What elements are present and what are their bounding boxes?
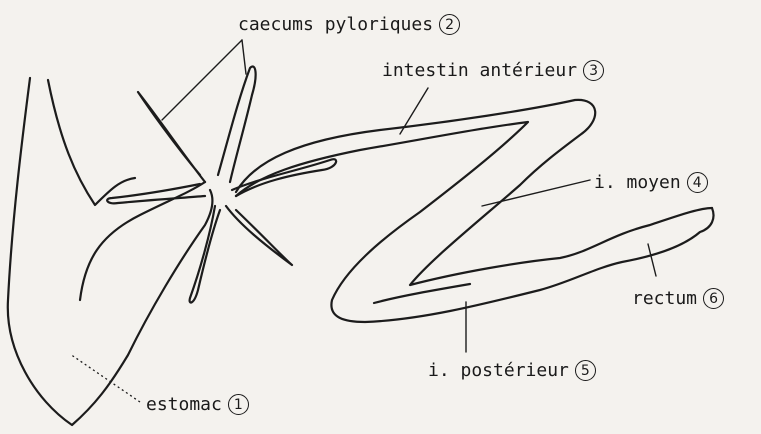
label-i-moyen: i. moyen 4 (594, 172, 708, 193)
label-i-moyen-number: 4 (687, 172, 708, 193)
label-i-posterieur: i. postérieur 5 (428, 360, 596, 381)
leader-rectum (648, 244, 656, 276)
label-estomac-text: estomac (146, 396, 222, 414)
label-i-posterieur-number: 5 (575, 360, 596, 381)
label-estomac: estomac 1 (146, 394, 249, 415)
leader-intestin-anterieur (400, 88, 428, 134)
label-i-moyen-text: i. moyen (594, 174, 681, 192)
label-caecums-pyloriques: caecums pyloriques 2 (238, 14, 460, 35)
leader-moyen (482, 180, 590, 206)
label-caecums-text: caecums pyloriques (238, 16, 433, 34)
label-rectum-text: rectum (632, 290, 697, 308)
label-intestin-anterieur-text: intestin antérieur (382, 62, 577, 80)
label-rectum-number: 6 (703, 288, 724, 309)
pyloric-caeca-shape (107, 67, 336, 303)
label-intestin-anterieur: intestin antérieur 3 (382, 60, 604, 81)
label-estomac-number: 1 (228, 394, 249, 415)
label-i-posterieur-text: i. postérieur (428, 362, 569, 380)
leader-caecums-left (162, 40, 242, 120)
label-intestin-anterieur-number: 3 (583, 60, 604, 81)
leader-estomac (70, 354, 140, 402)
stomach-shape (8, 78, 213, 425)
label-caecums-number: 2 (439, 14, 460, 35)
leader-lines (70, 40, 656, 402)
leader-caecums-right (242, 40, 246, 74)
label-rectum: rectum 6 (632, 288, 724, 309)
